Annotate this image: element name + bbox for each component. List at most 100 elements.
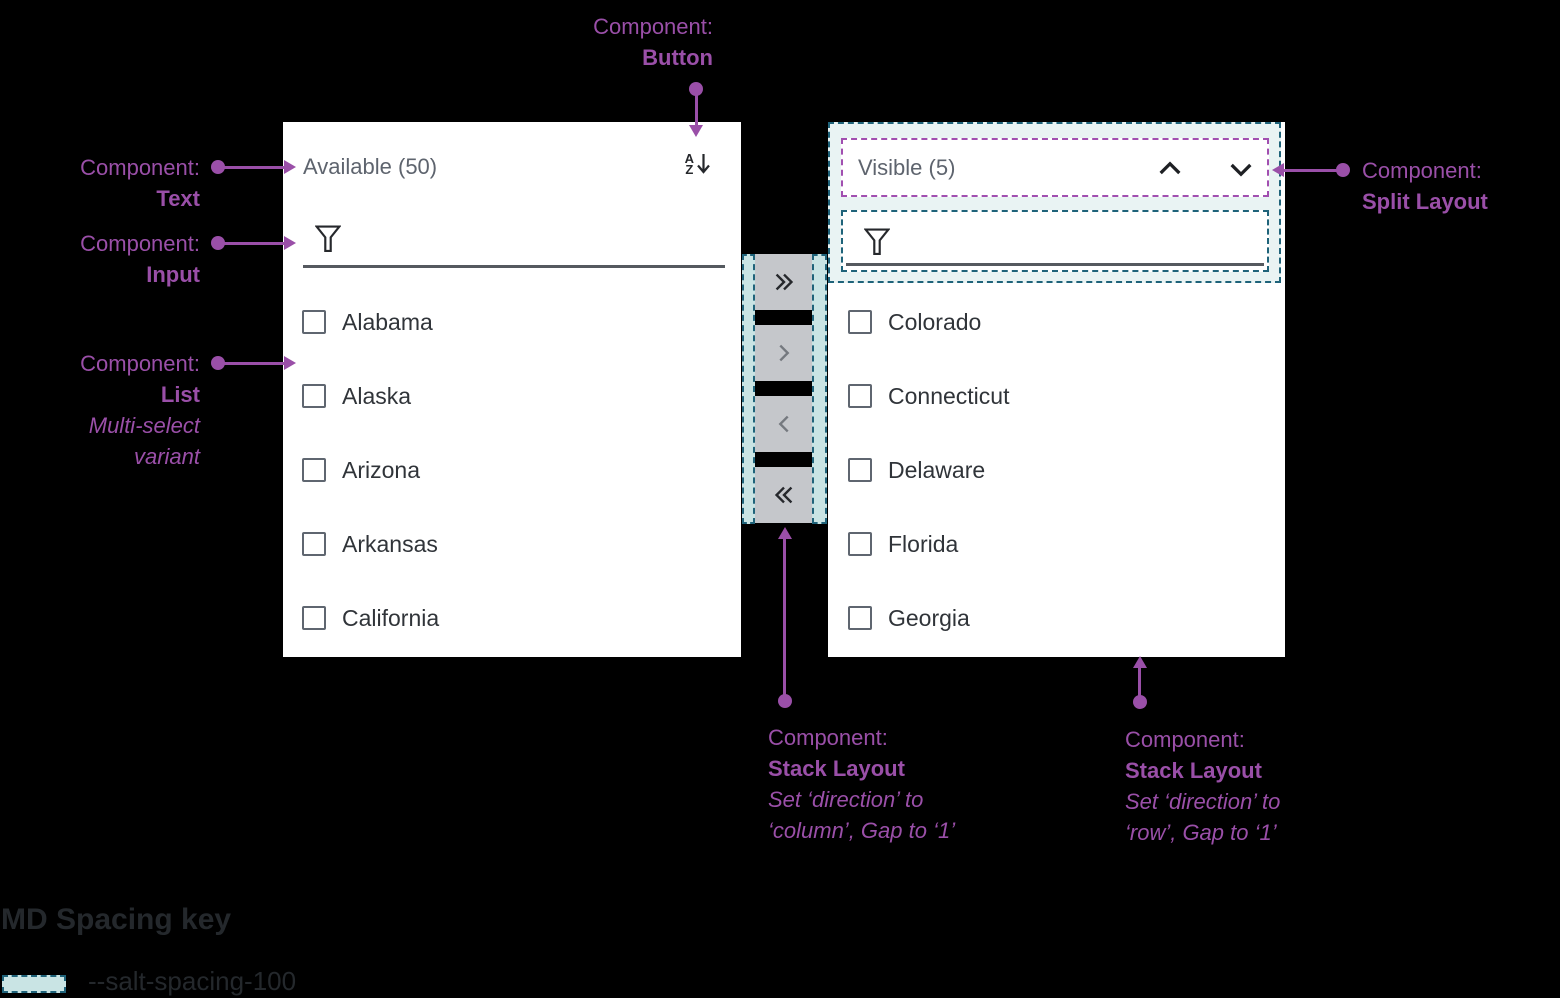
annotation-line (224, 362, 285, 365)
list-item-arizona[interactable]: Arizona (302, 456, 420, 484)
annotation-arrowhead (689, 125, 703, 137)
list-item-florida[interactable]: Florida (848, 530, 958, 558)
annotation-arrowhead (778, 527, 792, 539)
annotation-dot (211, 236, 225, 250)
available-list-panel: Available (50) A Z Alabama Alaska (283, 122, 741, 657)
list-item-alaska[interactable]: Alaska (302, 382, 411, 410)
annotation-button: Component: Button (413, 11, 713, 73)
sort-az-button[interactable]: A Z (683, 150, 713, 178)
annotation-prefix: Component: (80, 155, 200, 180)
spacing-key-title: MD Spacing key (1, 903, 232, 936)
annotation-line (783, 539, 786, 695)
visible-list: Colorado Connecticut Delaware Florida Ge… (828, 292, 1285, 652)
available-filter-input[interactable] (303, 222, 725, 270)
checkbox-unchecked[interactable] (848, 532, 872, 556)
checkbox-unchecked[interactable] (302, 606, 326, 630)
annotation-prefix: Component: (80, 231, 200, 256)
move-selected-left-button[interactable] (755, 396, 812, 452)
checkbox-unchecked[interactable] (302, 458, 326, 482)
annotation-detail: ‘row’, Gap to ‘1’ (1125, 820, 1277, 845)
move-selected-right-button[interactable] (755, 325, 812, 381)
list-item-alabama[interactable]: Alabama (302, 308, 433, 336)
checkbox-unchecked[interactable] (302, 532, 326, 556)
spacing-overlay-right-strip (812, 254, 827, 524)
annotation-variant: Multi-select (88, 413, 200, 438)
list-item-label: Delaware (888, 456, 986, 483)
annotation-component-name: Stack Layout (768, 756, 905, 781)
annotation-arrowhead (1272, 163, 1284, 177)
list-item-label: Colorado (888, 308, 982, 335)
chevron-up-icon (1159, 161, 1181, 175)
list-item-arkansas[interactable]: Arkansas (302, 530, 438, 558)
annotation-arrowhead (284, 236, 296, 250)
annotation-text: Component: Text (0, 152, 200, 214)
annotation-dot (211, 160, 225, 174)
list-item-label: Arizona (342, 456, 420, 483)
list-item-label: Connecticut (888, 382, 1010, 409)
double-chevron-left-icon (774, 486, 792, 504)
list-item-label: Georgia (888, 604, 970, 631)
chevron-left-icon (778, 415, 789, 433)
annotation-component-name: List (160, 382, 200, 407)
spacing-overlay-left-strip (742, 254, 755, 524)
list-item-california[interactable]: California (302, 604, 439, 632)
move-up-button[interactable] (1153, 153, 1187, 185)
move-down-button[interactable] (1224, 153, 1258, 185)
annotation-detail: Set ‘direction’ to (768, 787, 924, 812)
annotation-prefix: Component: (1125, 727, 1245, 752)
list-item-colorado[interactable]: Colorado (848, 308, 981, 336)
checkbox-unchecked[interactable] (848, 384, 872, 408)
list-item-georgia[interactable]: Georgia (848, 604, 970, 632)
available-list: Alabama Alaska Arizona Arkansas Californ… (283, 292, 741, 652)
list-item-delaware[interactable]: Delaware (848, 456, 985, 484)
annotation-component-name: Button (642, 45, 713, 70)
az-sort-letters: A Z (684, 151, 694, 176)
list-item-connecticut[interactable]: Connecticut (848, 382, 1009, 410)
list-item-label: Alaska (342, 382, 412, 409)
move-all-left-button[interactable] (755, 467, 812, 523)
spacing-key-token: --salt-spacing-100 (88, 966, 297, 996)
double-chevron-right-icon (775, 273, 793, 291)
annotation-list: Component: List Multi-select variant (0, 348, 200, 472)
annotation-detail: Set ‘direction’ to (1125, 789, 1281, 814)
chevron-right-icon (778, 344, 789, 362)
list-item-label: California (342, 604, 440, 631)
list-item-label: Arkansas (342, 530, 438, 557)
annotation-component-name: Input (146, 262, 200, 287)
list-item-label: Florida (888, 530, 959, 557)
checkbox-unchecked[interactable] (848, 458, 872, 482)
annotation-split-layout: Component: Split Layout (1362, 155, 1552, 217)
annotation-dot (1336, 163, 1350, 177)
visible-filter-input[interactable] (841, 210, 1269, 272)
move-all-right-button[interactable] (755, 254, 812, 310)
available-panel-title: Available (50) (303, 154, 438, 179)
checkbox-unchecked[interactable] (302, 384, 326, 408)
annotation-dot (1133, 695, 1147, 709)
split-layout-header-box: Visible (5) (841, 138, 1269, 197)
annotation-arrowhead (284, 356, 296, 370)
annotation-stack-layout-row: Component: Stack Layout Set ‘direction’ … (1125, 724, 1365, 848)
annotation-detail: ‘column’, Gap to ‘1’ (768, 818, 956, 843)
annotation-dot (689, 82, 703, 96)
checkbox-unchecked[interactable] (848, 310, 872, 334)
annotation-component-name: Split Layout (1362, 189, 1488, 214)
checkbox-unchecked[interactable] (848, 606, 872, 630)
annotation-component-name: Stack Layout (1125, 758, 1262, 783)
visible-panel-title: Visible (5) (858, 155, 956, 180)
filter-input-underline (303, 265, 725, 268)
list-item-label: Alabama (342, 308, 433, 335)
annotation-line (1138, 668, 1141, 697)
chevron-down-icon (1230, 163, 1252, 177)
annotation-stack-layout-column: Component: Stack Layout Set ‘direction’ … (768, 722, 1008, 846)
checkbox-unchecked[interactable] (302, 310, 326, 334)
annotation-component-name: Text (156, 186, 200, 211)
annotation-line (224, 242, 285, 245)
annotation-prefix: Component: (1362, 158, 1482, 183)
annotation-line (1284, 169, 1337, 172)
annotation-arrowhead (1133, 656, 1147, 668)
filter-icon (864, 228, 890, 255)
sort-letter-a: A (684, 151, 694, 166)
annotation-arrowhead (284, 160, 296, 174)
annotation-prefix: Component: (80, 351, 200, 376)
